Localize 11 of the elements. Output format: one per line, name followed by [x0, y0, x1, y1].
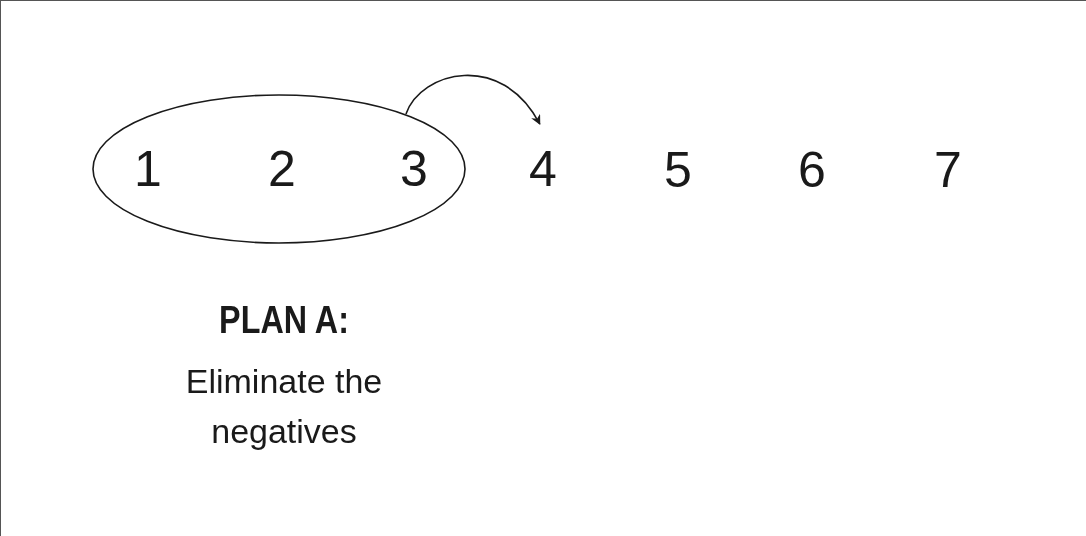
grouping-ellipse: [92, 94, 466, 244]
number-label: 1: [134, 144, 162, 194]
number-label: 2: [268, 144, 296, 194]
number-label: 4: [529, 144, 565, 196]
number-label: 7: [934, 145, 962, 195]
number-label: 3: [400, 144, 428, 194]
number-label: 5: [664, 145, 692, 195]
plan-description: Eliminate the negatives: [184, 361, 384, 452]
plan-heading: PLAN A:: [218, 299, 350, 342]
number-label: 6: [798, 145, 826, 195]
curved-arrow: [405, 74, 541, 125]
